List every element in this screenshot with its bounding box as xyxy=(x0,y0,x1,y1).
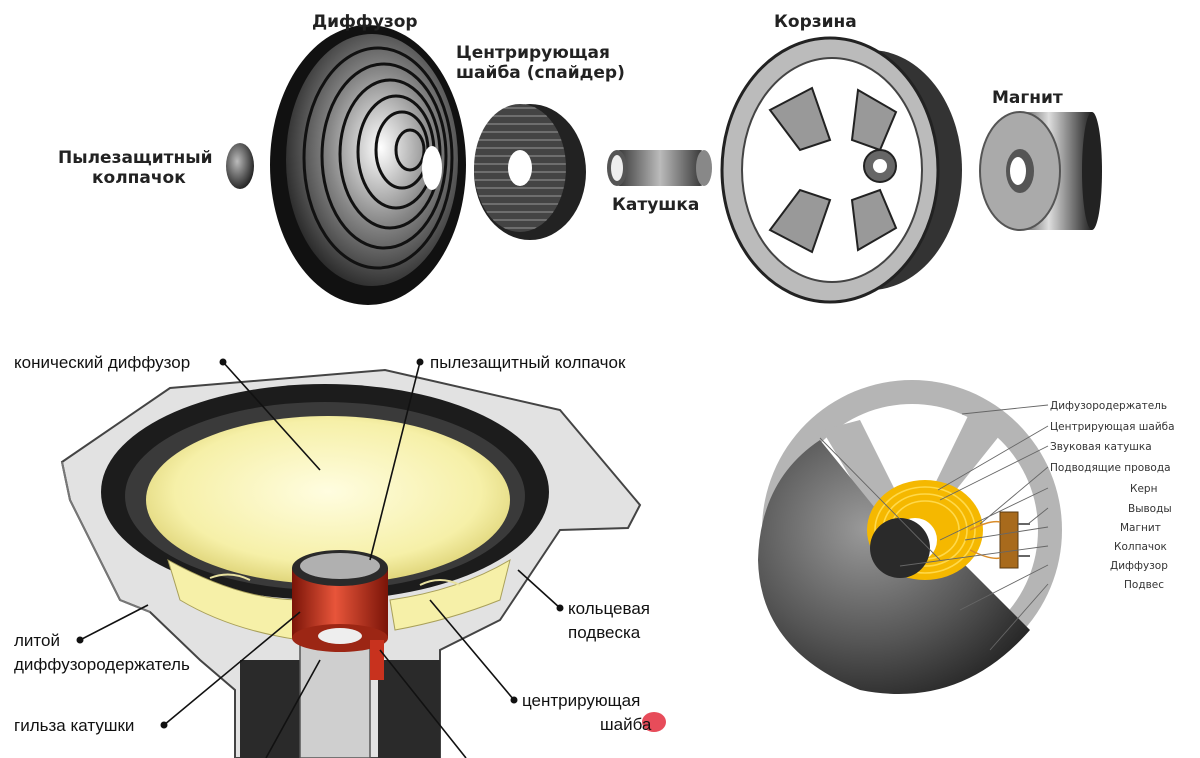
cutaway-cone xyxy=(146,416,510,584)
label-cone: Диффузор xyxy=(312,12,418,32)
label-spider-2: шайба (спайдер) xyxy=(456,63,625,83)
cone-part xyxy=(270,25,466,305)
label-cutaway-dust-cap: пылезащитный колпачок xyxy=(430,353,626,372)
schematic-view: Дифузородержатель Центрирующая шайба Зву… xyxy=(758,380,1175,694)
label-basket: Корзина xyxy=(774,12,857,32)
basket-part xyxy=(720,36,962,304)
label-schematic-6: Магнит xyxy=(1120,522,1161,534)
label-cutaway-cone: конический диффузор xyxy=(14,353,190,372)
label-schematic-1: Центрирующая шайба xyxy=(1050,421,1175,433)
label-spider-1: Центрирующая xyxy=(456,43,610,63)
spider-part xyxy=(474,104,586,240)
exploded-view: Пылезащитный колпачок Диффузор Центрирую… xyxy=(58,12,1102,305)
label-dust-cap-1: Пылезащитный xyxy=(58,148,213,168)
label-dust-cap-2: колпачок xyxy=(92,168,186,188)
schematic-terminals xyxy=(969,511,1030,569)
dust-cap-part xyxy=(226,143,254,189)
label-schematic-9: Подвес xyxy=(1124,579,1164,591)
label-schematic-2: Звуковая катушка xyxy=(1050,441,1152,453)
label-schematic-5: Выводы xyxy=(1128,503,1172,515)
cutaway-coil xyxy=(292,550,388,680)
label-cutaway-spider-1: центрирующая xyxy=(522,691,640,710)
coil-part xyxy=(607,150,712,186)
label-schematic-7: Колпачок xyxy=(1114,541,1167,553)
label-magnet: Магнит xyxy=(992,88,1063,108)
label-cutaway-surround-1: кольцевая xyxy=(568,599,650,618)
label-cutaway-surround-2: подвеска xyxy=(568,623,641,642)
schematic-dust-cap xyxy=(870,518,930,578)
label-schematic-4: Керн xyxy=(1130,483,1157,495)
label-schematic-8: Диффузор xyxy=(1110,560,1168,572)
label-cutaway-coil-former: гильза катушки xyxy=(14,716,134,735)
label-schematic-0: Дифузородержатель xyxy=(1050,400,1167,412)
magnet-part xyxy=(979,111,1102,231)
label-cutaway-frame-2: диффузородержатель xyxy=(14,655,190,674)
label-cutaway-frame-1: литой xyxy=(14,631,60,650)
label-cutaway-spider-2: шайба xyxy=(600,715,652,734)
label-coil: Катушка xyxy=(612,195,699,215)
cutaway-view: конический диффузор пылезащитный колпачо… xyxy=(14,353,666,758)
label-schematic-3: Подводящие провода xyxy=(1050,462,1171,474)
